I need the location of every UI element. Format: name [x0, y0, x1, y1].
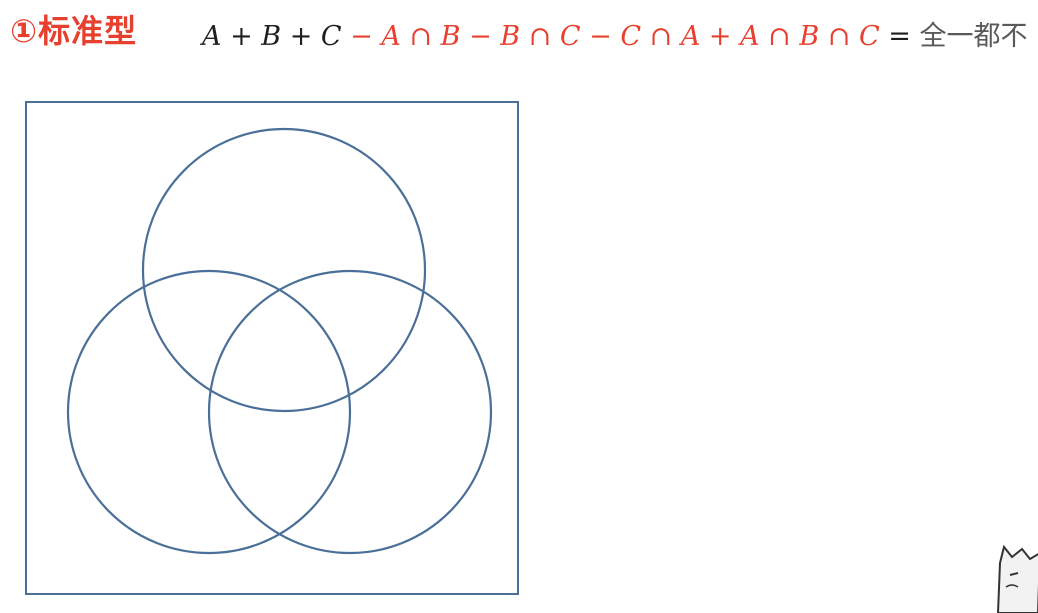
formula-result-text: 全一都不	[919, 21, 1028, 52]
section-title: ①标准型	[10, 12, 138, 50]
universal-set-box	[25, 101, 519, 595]
venn-circle-left	[66, 269, 352, 555]
formula-intersections-part: − A ∩ B − B ∩ C − C ∩ A + A ∩ B ∩ C	[350, 21, 880, 52]
inclusion-exclusion-formula: A + B + C − A ∩ B − B ∩ C − C ∩ A + A ∩ …	[202, 14, 1028, 53]
formula-sum-part: A + B + C	[202, 21, 342, 52]
venn-circle-right	[207, 269, 493, 555]
formula-equals-sign: =	[888, 21, 911, 52]
venn-circle-top	[141, 127, 427, 413]
mascot-character-icon	[996, 544, 1038, 613]
